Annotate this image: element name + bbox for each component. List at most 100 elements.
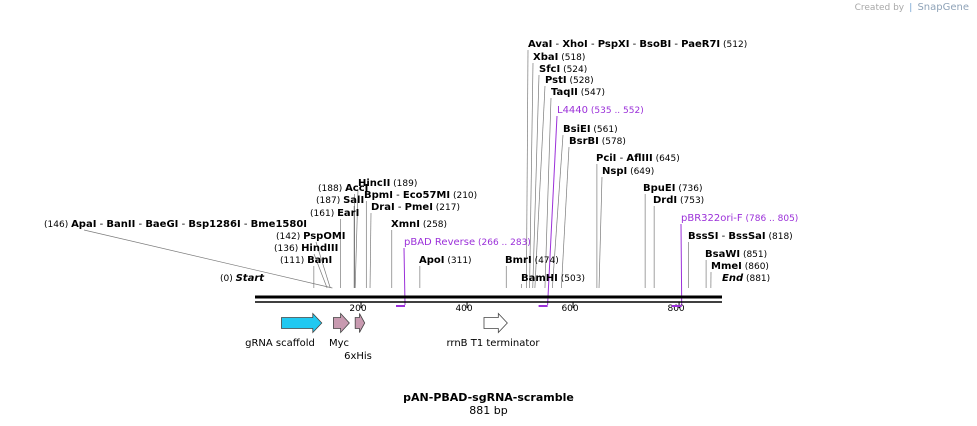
site-label-sfci[interactable]: SfcI (524) (539, 64, 587, 75)
credit-brand: SnapGene (917, 2, 969, 13)
site-label-bpmi[interactable]: BpmI - Eco57MI (210) (364, 190, 477, 201)
site-isoschizomer: BsoBI (639, 39, 671, 50)
feature-label-grna-scaffold: gRNA scaffold (245, 338, 315, 349)
feature-arrow-myc[interactable] (333, 312, 350, 334)
site-name: BsaWI (705, 249, 740, 260)
site-position: (503) (558, 274, 585, 284)
site-label-bsssi[interactable]: BssSI - BssSaI (818) (688, 231, 793, 242)
site-position: (528) (567, 76, 594, 86)
site-name: HincII (358, 178, 390, 189)
credit-prefix: Created by (854, 3, 905, 13)
site-label-xmni[interactable]: XmnI (258) (391, 219, 447, 230)
site-label-taqii[interactable]: TaqII (547) (551, 87, 605, 98)
site-label-start[interactable]: (0) Start (220, 273, 265, 284)
site-separator: - (135, 219, 145, 230)
site-position: (851) (740, 250, 767, 260)
feature-arrow-rrnb-t1-terminator[interactable] (483, 312, 508, 334)
site-label-bsiei[interactable]: BsiEI (561) (563, 124, 618, 135)
site-label-apai[interactable]: (146) ApaI - BanII - BaeGI - Bsp1286I - … (44, 219, 307, 230)
site-label-bani[interactable]: (111) BanI (280, 255, 332, 266)
site-label-drai[interactable]: DraI - PmeI (217) (371, 202, 460, 213)
site-name: BamHI (521, 273, 558, 284)
feature-arrow-grna-scaffold[interactable] (281, 312, 323, 334)
primer-range: (535 .. 552) (588, 106, 644, 116)
feature-label-rrnb-t1-terminator: rrnB T1 terminator (446, 338, 540, 349)
site-isoschizomer: AflIII (626, 153, 652, 164)
site-position: (188) (318, 184, 345, 194)
site-position: (111) (280, 256, 307, 266)
feature-label-myc: Myc (329, 338, 349, 349)
site-label-pcii[interactable]: PciI - AflIII (645) (596, 153, 680, 164)
site-label-xbai[interactable]: XbaI (518) (533, 52, 585, 63)
site-label-bsrbi[interactable]: BsrBI (578) (569, 136, 626, 147)
site-name: BanI (307, 255, 332, 266)
site-leader-line (532, 74, 540, 289)
ruler-label: 400 (455, 304, 472, 314)
site-leader-line (598, 176, 603, 289)
primer-leader-line (680, 223, 683, 306)
site-position: (217) (433, 203, 460, 213)
site-position: (210) (450, 191, 477, 201)
site-label-nspi[interactable]: NspI (649) (602, 166, 654, 177)
site-name: BpmI (364, 190, 393, 201)
primer-label-pbad-reverse[interactable]: pBAD Reverse (266 .. 283) (404, 237, 531, 248)
site-separator: - (588, 39, 598, 50)
primer-label-pbr322ori-f[interactable]: pBR322ori-F (786 .. 805) (681, 213, 798, 224)
site-leader-line (534, 85, 546, 289)
site-separator: - (96, 219, 106, 230)
site-label-sali[interactable]: (187) SalI (316, 195, 364, 206)
site-position: (547) (578, 88, 605, 98)
site-position: (189) (390, 179, 417, 189)
site-label-bpuei[interactable]: BpuEI (736) (643, 183, 703, 194)
site-label-psti[interactable]: PstI (528) (545, 75, 594, 86)
site-position: (474) (532, 256, 559, 266)
site-leader-line (529, 62, 534, 289)
site-position: (311) (445, 256, 472, 266)
site-label-mmei[interactable]: MmeI (860) (711, 261, 769, 272)
site-name: ApoI (419, 255, 445, 266)
site-isoschizomer: PspXI (598, 39, 630, 50)
site-separator: - (718, 231, 728, 242)
site-label-acci[interactable]: (188) AccI (318, 183, 368, 194)
site-label-end[interactable]: End (881) (722, 273, 770, 284)
site-position: (136) (274, 244, 301, 254)
site-name: BsrBI (569, 136, 599, 147)
site-name: EarI (337, 208, 359, 219)
site-name: DrdI (653, 195, 677, 206)
site-name: BsiEI (563, 124, 591, 135)
site-separator: - (395, 202, 405, 213)
primer-label-l4440[interactable]: L4440 (535 .. 552) (557, 105, 644, 116)
site-leader-line (313, 253, 328, 289)
site-position: (161) (310, 209, 337, 219)
site-name: AvaI (528, 39, 552, 50)
site-position: (142) (276, 232, 303, 242)
site-label-avai[interactable]: AvaI - XhoI - PspXI - BsoBI - PaeR7I (51… (528, 39, 747, 50)
site-leader-line (315, 241, 331, 289)
site-label-pspomi[interactable]: (142) PspOMI (276, 231, 346, 242)
primer-range: (786 .. 805) (743, 214, 799, 224)
site-label-bamhi[interactable]: BamHI (503) (521, 273, 585, 284)
site-isoschizomer: Bsp1286I (188, 219, 240, 230)
feature-arrow-6xhis[interactable] (354, 313, 366, 333)
site-isoschizomer: BaeGI (145, 219, 178, 230)
site-label-eari[interactable]: (161) EarI (310, 208, 359, 219)
site-label-apoi[interactable]: ApoI (311) (419, 255, 472, 266)
site-name: PstI (545, 75, 567, 86)
primer-name: pBAD Reverse (404, 237, 475, 248)
site-label-hindiii[interactable]: (136) HindIII (274, 243, 338, 254)
site-name: Start (236, 273, 266, 284)
plasmid-length: 881 bp (469, 404, 508, 417)
site-separator: - (671, 39, 681, 50)
site-name: ApaI (71, 219, 96, 230)
site-position: (860) (742, 262, 769, 272)
site-label-drdi[interactable]: DrdI (753) (653, 195, 704, 206)
site-label-hincii[interactable]: HincII (189) (358, 178, 417, 189)
site-separator: - (616, 153, 626, 164)
site-leader-line (561, 146, 570, 289)
site-isoschizomer: PmeI (405, 202, 433, 213)
site-position: (0) (220, 274, 236, 284)
site-label-bsawi[interactable]: BsaWI (851) (705, 249, 767, 260)
site-label-bmri[interactable]: BmrI (474) (505, 255, 559, 266)
plasmid-name: pAN-PBAD-sgRNA-scramble (403, 391, 574, 404)
